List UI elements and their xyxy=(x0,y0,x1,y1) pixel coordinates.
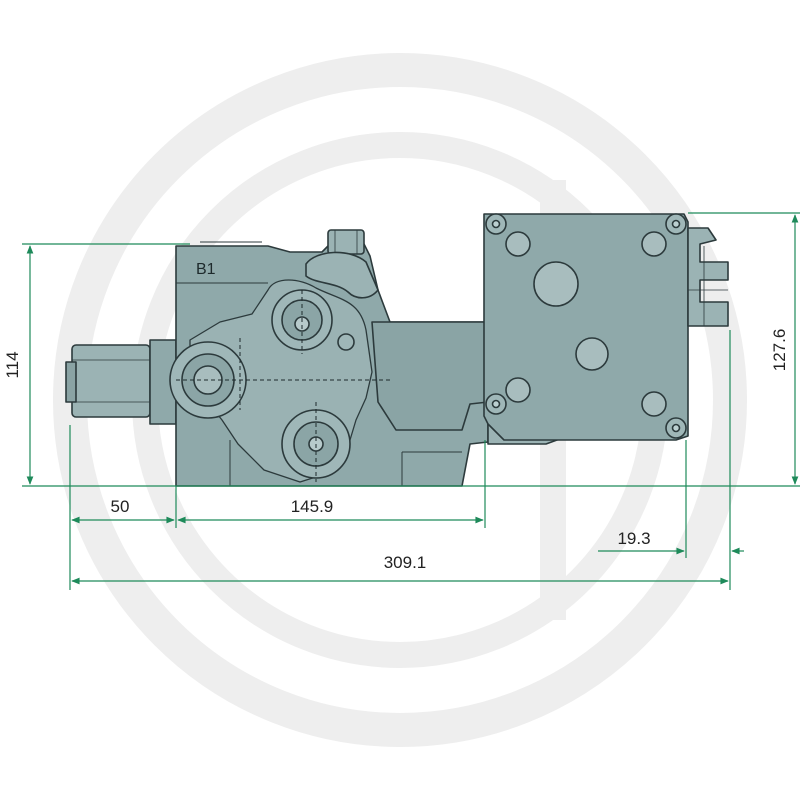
valve-assembly xyxy=(65,213,729,487)
dim-overall-length: 309.1 xyxy=(384,553,427,572)
dimension-lines xyxy=(22,212,800,590)
dim-inlet-length: 50 xyxy=(111,497,130,516)
actuator-housing xyxy=(483,213,729,441)
dim-actuator-offset: 19.3 xyxy=(617,529,650,548)
plug-small xyxy=(337,333,355,351)
dim-body-length: 145.9 xyxy=(291,497,334,516)
port-label-b1: B1 xyxy=(196,261,216,278)
centre-lines xyxy=(176,290,392,482)
dim-actuator-height: 127.6 xyxy=(770,329,789,372)
inlet-fitting xyxy=(65,339,177,425)
valve-body xyxy=(175,229,569,487)
dim-overall-height: 114 xyxy=(3,351,22,378)
